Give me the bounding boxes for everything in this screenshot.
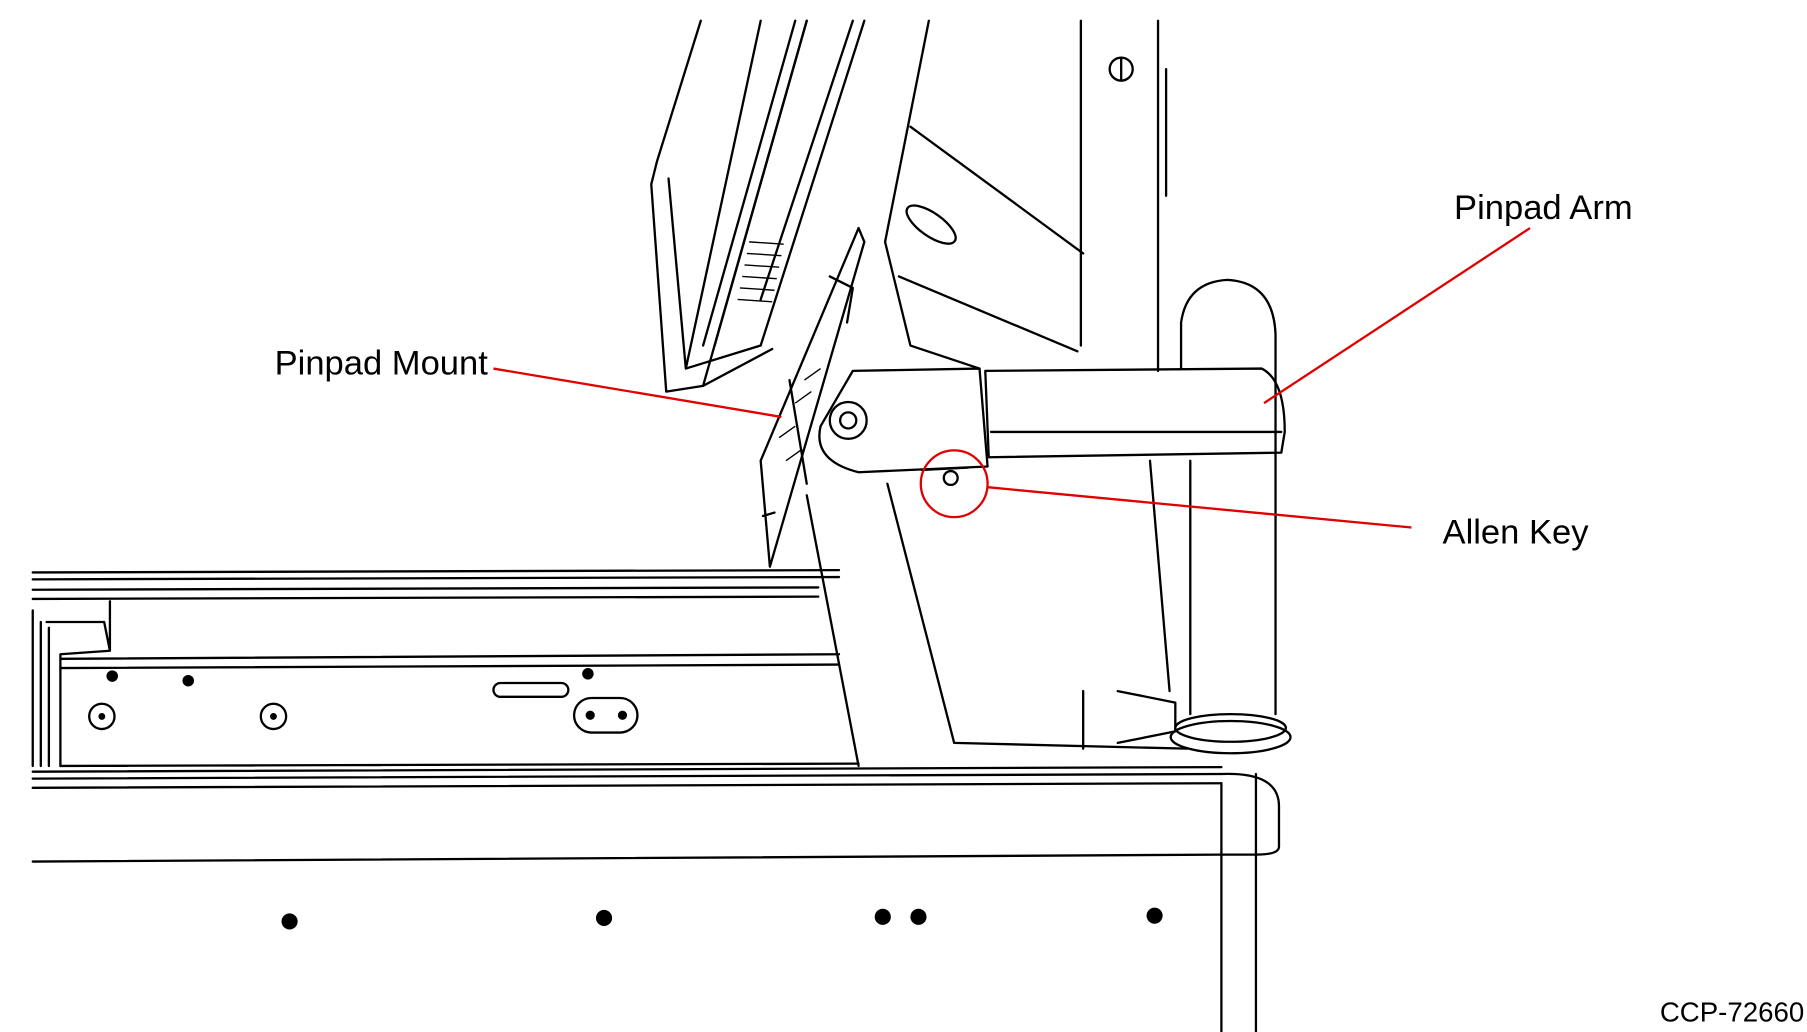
figure-code: CCP-72660 [1660, 997, 1804, 1028]
pinpad-arm-label: Pinpad Arm [1454, 189, 1633, 227]
callout-pinpad-mount: Pinpad Mount [275, 344, 782, 419]
allen-key-label: Allen Key [1443, 514, 1590, 552]
allen-key-highlight-circle [919, 449, 989, 519]
screw-icons [88, 668, 1163, 930]
callout-pinpad-arm: Pinpad Arm [1263, 189, 1633, 405]
pinpad-mount-label: Pinpad Mount [275, 344, 489, 382]
counter-drawing [31, 19, 1292, 1032]
callout-allen-key: Allen Key [919, 449, 1590, 552]
